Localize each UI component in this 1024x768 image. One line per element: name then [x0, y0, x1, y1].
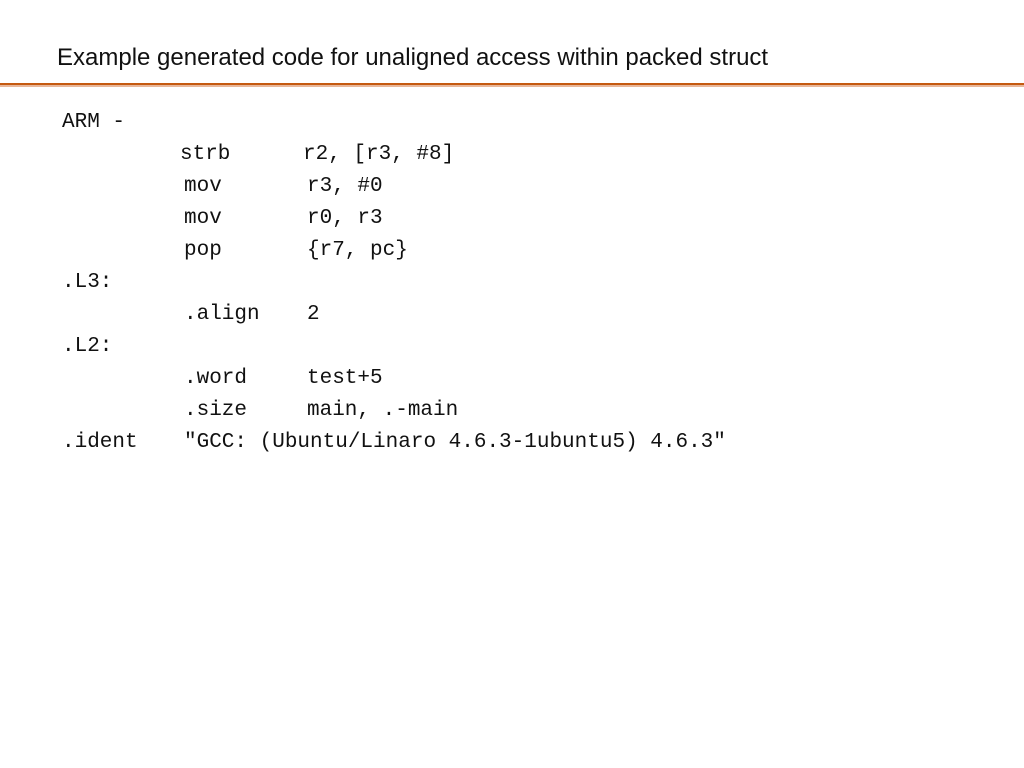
code-instruction: mov: [184, 175, 222, 198]
code-directive: .size: [184, 399, 248, 422]
code-line: .L2:: [62, 331, 138, 363]
code-line: .word test+5: [62, 363, 383, 395]
code-operands: r0, r3: [307, 207, 383, 230]
code-operands: main, .-main: [307, 399, 459, 422]
code-directive: .word: [184, 367, 248, 390]
code-operands: r3, #0: [307, 175, 383, 198]
code-line: .size main, .-main: [62, 395, 458, 427]
code-operands: "GCC: (Ubuntu/Linaro 4.6.3-1ubuntu5) 4.6…: [184, 431, 726, 454]
assembly-code-block: ARM - strb r2, [r3, #8] mov r3, #0 mov r…: [62, 107, 726, 459]
code-line: .L3:: [62, 267, 138, 299]
code-instruction: strb: [180, 143, 231, 166]
slide-title: Example generated code for unaligned acc…: [57, 44, 769, 71]
code-operands: 2: [307, 303, 320, 326]
code-line: pop {r7, pc}: [62, 235, 408, 267]
code-operands: test+5: [307, 367, 383, 390]
title-divider: [0, 83, 1024, 85]
code-line: strb r2, [r3, #8]: [62, 139, 454, 171]
code-line: .align 2: [62, 299, 320, 331]
code-label: .L3:: [62, 271, 113, 294]
code-line: mov r0, r3: [62, 203, 383, 235]
code-line: ARM -: [62, 107, 138, 139]
code-operands: {r7, pc}: [307, 239, 408, 262]
code-operands: r2, [r3, #8]: [303, 143, 455, 166]
code-instruction: mov: [184, 207, 222, 230]
code-line: .ident "GCC: (Ubuntu/Linaro 4.6.3-1ubunt…: [62, 427, 726, 459]
code-label: ARM -: [62, 111, 126, 134]
code-instruction: pop: [184, 239, 222, 262]
code-line: mov r3, #0: [62, 171, 383, 203]
code-directive: .align: [184, 303, 260, 326]
code-directive: .ident: [62, 431, 138, 454]
title-divider-shadow: [0, 85, 1024, 87]
code-label: .L2:: [62, 335, 113, 358]
